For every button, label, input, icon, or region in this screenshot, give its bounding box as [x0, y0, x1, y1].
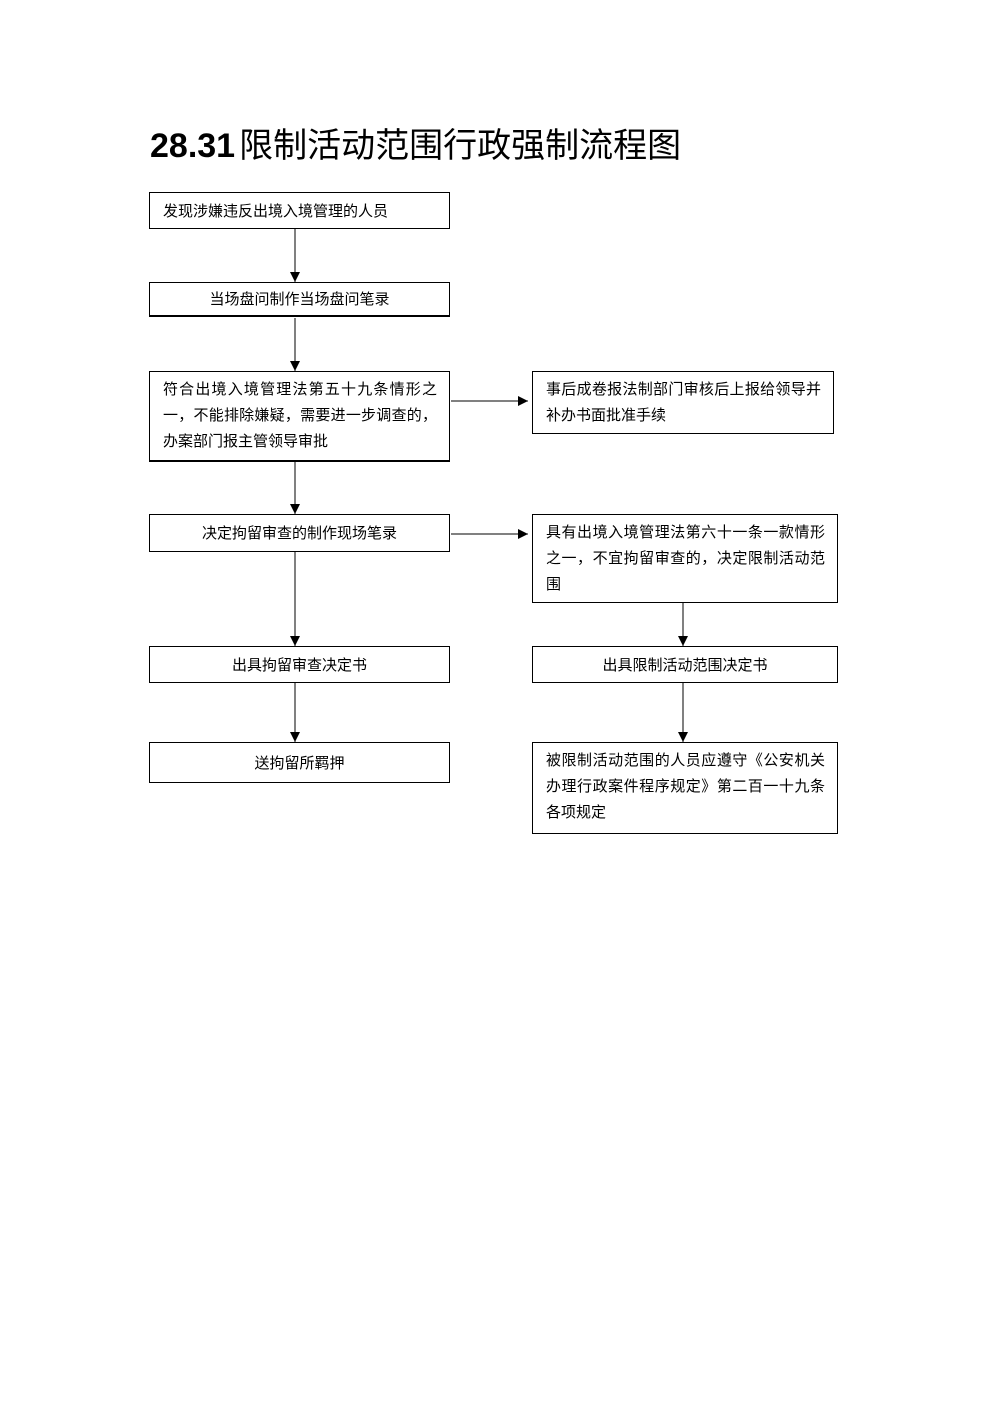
step-send-to-detention-label: 送拘留所羁押 [254, 753, 345, 772]
step-send-to-detention: 送拘留所羁押 [149, 742, 450, 783]
step-interrogate: 当场盘问制作当场盘问笔录 [149, 282, 450, 317]
step-decide-detention-label: 决定拘留审查的制作现场笔录 [201, 524, 397, 542]
step-post-approval-label: 事后成卷报法制部门审核后上报给领导并补办书面批准手续 [546, 380, 821, 424]
step-discover: 发现涉嫌违反出境入境管理的人员 [149, 192, 450, 229]
step-meets-article-59-label: 符合出境入境管理法第五十九条情形之一，不能排除嫌疑，需要进一步调查的，办案部门报… [163, 380, 437, 450]
step-comply-rules-label: 被限制活动范围的人员应遵守《公安机关办理行政案件程序规定》第二百一十九条各项规定 [546, 751, 825, 821]
title-text: 限制活动范围行政强制流程图 [239, 126, 682, 166]
step-comply-rules: 被限制活动范围的人员应遵守《公安机关办理行政案件程序规定》第二百一十九条各项规定 [532, 742, 838, 834]
step-discover-label: 发现涉嫌违反出境入境管理的人员 [163, 201, 389, 220]
step-meets-article-61-label: 具有出境入境管理法第六十一条一款情形之一，不宜拘留审查的，决定限制活动范围 [546, 523, 825, 593]
step-meets-article-59: 符合出境入境管理法第五十九条情形之一，不能排除嫌疑，需要进一步调查的，办案部门报… [149, 371, 450, 462]
title-number: 28.31 [150, 127, 236, 165]
step-decide-detention: 决定拘留审查的制作现场笔录 [149, 514, 450, 552]
step-issue-restriction-decision: 出具限制活动范围决定书 [532, 646, 838, 683]
step-interrogate-label: 当场盘问制作当场盘问笔录 [209, 290, 390, 308]
step-issue-detention-decision: 出具拘留审查决定书 [149, 646, 450, 683]
step-meets-article-61: 具有出境入境管理法第六十一条一款情形之一，不宜拘留审查的，决定限制活动范围 [532, 514, 838, 603]
step-issue-restriction-decision-label: 出具限制活动范围决定书 [602, 655, 768, 674]
step-issue-detention-decision-label: 出具拘留审查决定书 [231, 655, 367, 674]
step-post-approval: 事后成卷报法制部门审核后上报给领导并补办书面批准手续 [532, 371, 834, 434]
